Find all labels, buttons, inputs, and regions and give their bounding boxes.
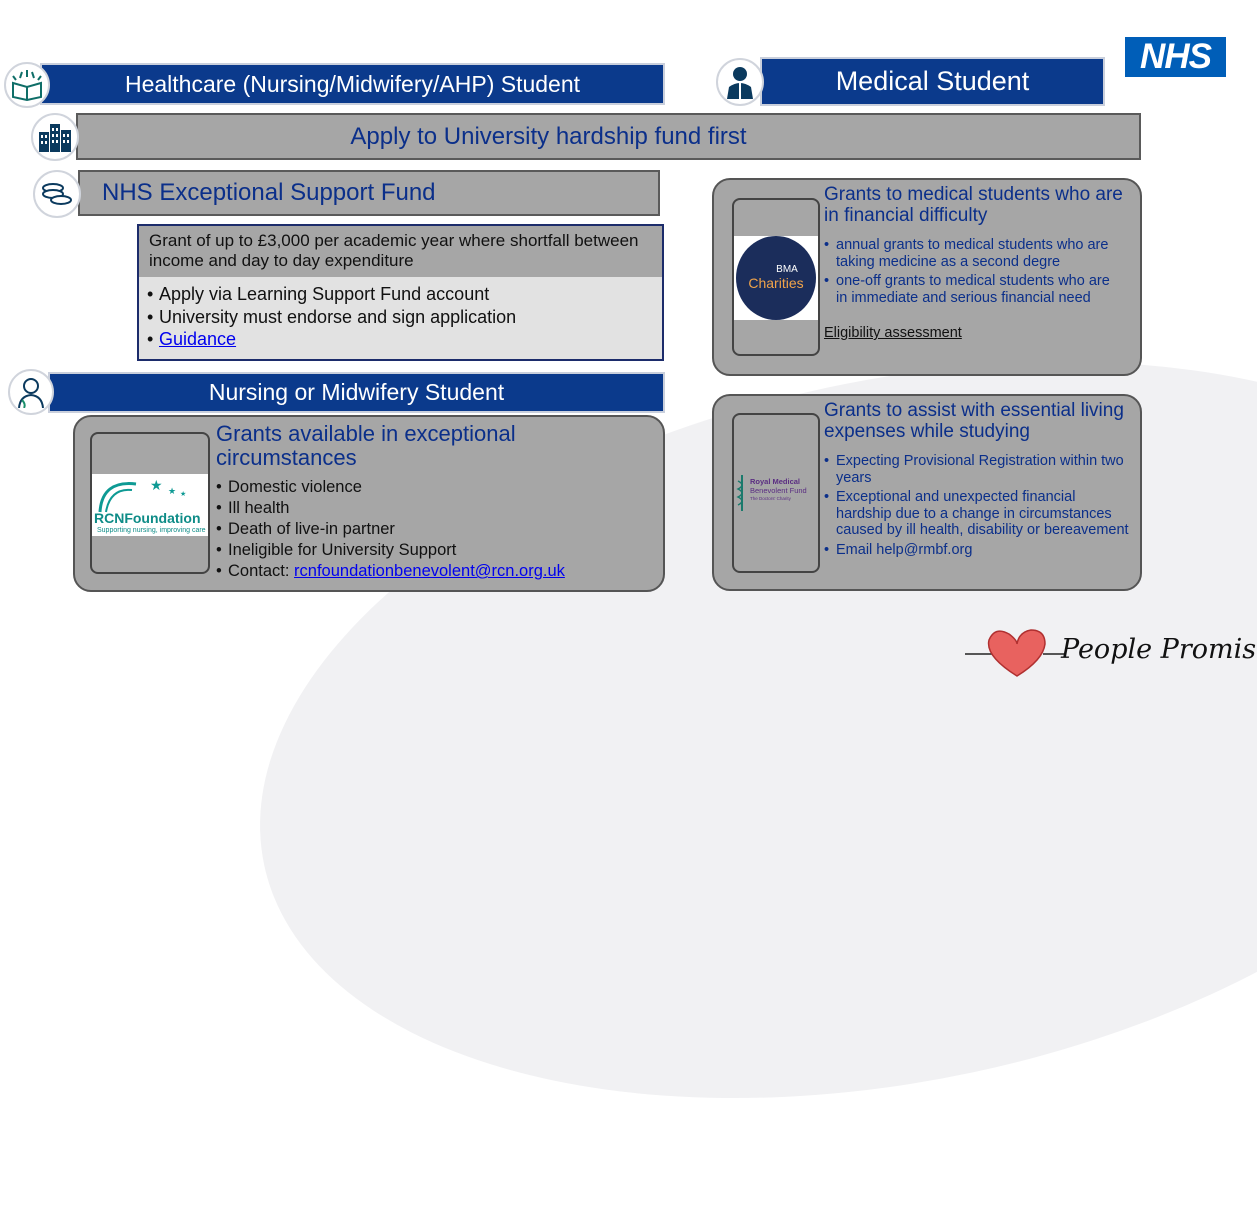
medical-student-title: Medical Student xyxy=(835,66,1030,96)
list-item: Ill health xyxy=(216,498,565,519)
university-hardship-banner: Apply to University hardship fund first xyxy=(76,113,1141,160)
rmbf-logo-frame: Royal Medical Benevolent Fund The Doctor… xyxy=(732,413,820,573)
nhs-fund-description: Grant of up to £3,000 per academic year … xyxy=(139,226,662,277)
people-promise-logo: People Promise xyxy=(965,622,1257,684)
heart-icon xyxy=(965,629,1065,677)
medical-student-banner: Medical Student xyxy=(760,57,1105,106)
building-icon xyxy=(31,113,79,161)
list-item: Contact: rcnfoundationbenevolent@rcn.org… xyxy=(216,561,565,582)
list-item: Domestic violence xyxy=(216,477,565,498)
doctor-icon xyxy=(716,58,764,106)
list-item: Guidance xyxy=(147,328,662,351)
rcn-swoosh-icon: ★ ★ ★ xyxy=(98,478,186,513)
rmbf-card-title: Grants to assist with essential living e… xyxy=(824,400,1124,442)
contact-label: Contact: xyxy=(228,562,295,580)
open-book-icon xyxy=(4,62,50,108)
nhs-fund-title: NHS Exceptional Support Fund xyxy=(102,179,436,206)
svg-text:★: ★ xyxy=(168,487,176,497)
nhs-logo: NHS xyxy=(1125,37,1226,77)
bma-logo-line2: Charities xyxy=(748,275,804,291)
nhs-exceptional-support-fund-banner: NHS Exceptional Support Fund xyxy=(78,170,660,216)
healthcare-student-title: Healthcare (Nursing/Midwifery/AHP) Stude… xyxy=(124,70,581,97)
list-item: Exceptional and unexpected financial har… xyxy=(824,489,1129,539)
nhs-fund-details-box: Grant of up to £3,000 per academic year … xyxy=(137,224,664,361)
bma-logo-frame: BMA Charities xyxy=(732,198,820,356)
rmbf-caduceus-icon xyxy=(736,475,743,511)
university-hardship-title: Apply to University hardship fund first xyxy=(350,122,747,150)
list-item: University must endorse and sign applica… xyxy=(147,306,662,329)
guidance-link[interactable]: Guidance xyxy=(159,329,237,349)
bma-logo-line1: BMA xyxy=(776,264,798,275)
svg-text:★: ★ xyxy=(150,478,163,494)
rmbf-logo: Royal Medical Benevolent Fund The Doctor… xyxy=(734,473,818,513)
people-promise-text: People Promise xyxy=(1061,634,1257,665)
nurse-icon xyxy=(8,369,54,415)
rcn-foundation-logo: ★ ★ ★ RCNFoundation Supporting nursing, … xyxy=(92,474,208,536)
bma-charities-logo: BMA Charities xyxy=(734,236,818,320)
list-item: annual grants to medical students who ar… xyxy=(824,237,1124,270)
list-item: Ineligible for University Support xyxy=(216,540,565,561)
rcn-contact-email-link[interactable]: rcnfoundationbenevolent@rcn.org.uk xyxy=(294,562,565,580)
bma-logo-circle xyxy=(736,236,816,320)
rcn-card-title: Grants available in exceptional circumst… xyxy=(216,421,516,470)
nursing-midwifery-banner: Nursing or Midwifery Student xyxy=(48,372,665,413)
bma-grants-list: annual grants to medical students who ar… xyxy=(824,237,1124,306)
rcn-foundation-logo-frame: ★ ★ ★ RCNFoundation Supporting nursing, … xyxy=(90,432,210,574)
healthcare-student-banner: Healthcare (Nursing/Midwifery/AHP) Stude… xyxy=(40,63,665,105)
rcn-logo-tagline: Supporting nursing, improving care xyxy=(97,527,206,534)
coins-icon xyxy=(33,170,81,218)
nursing-midwifery-title: Nursing or Midwifery Student xyxy=(208,379,505,405)
list-item: Apply via Learning Support Fund account xyxy=(147,283,662,306)
list-item: Expecting Provisional Registration withi… xyxy=(824,453,1129,486)
rmbf-logo-line3: The Doctors' Charity xyxy=(750,496,791,501)
list-item: Email help@rmbf.org xyxy=(824,542,1129,559)
rmbf-logo-line1: Royal Medical xyxy=(750,477,801,486)
nhs-fund-list: Apply via Learning Support Fund account … xyxy=(139,277,662,351)
eligibility-assessment-link[interactable]: Eligibility assessment xyxy=(824,325,962,341)
rmbf-grants-list: Expecting Provisional Registration withi… xyxy=(824,453,1129,558)
rcn-grants-list: Domestic violence Ill health Death of li… xyxy=(216,477,565,582)
rcn-logo-name: RCNFoundation xyxy=(94,510,201,526)
list-item: Death of live-in partner xyxy=(216,519,565,540)
bma-card-title: Grants to medical students who are in fi… xyxy=(824,184,1123,226)
list-item: one-off grants to medical students who a… xyxy=(824,273,1124,306)
rmbf-logo-line2: Benevolent Fund xyxy=(750,486,807,495)
svg-text:★: ★ xyxy=(180,490,186,498)
